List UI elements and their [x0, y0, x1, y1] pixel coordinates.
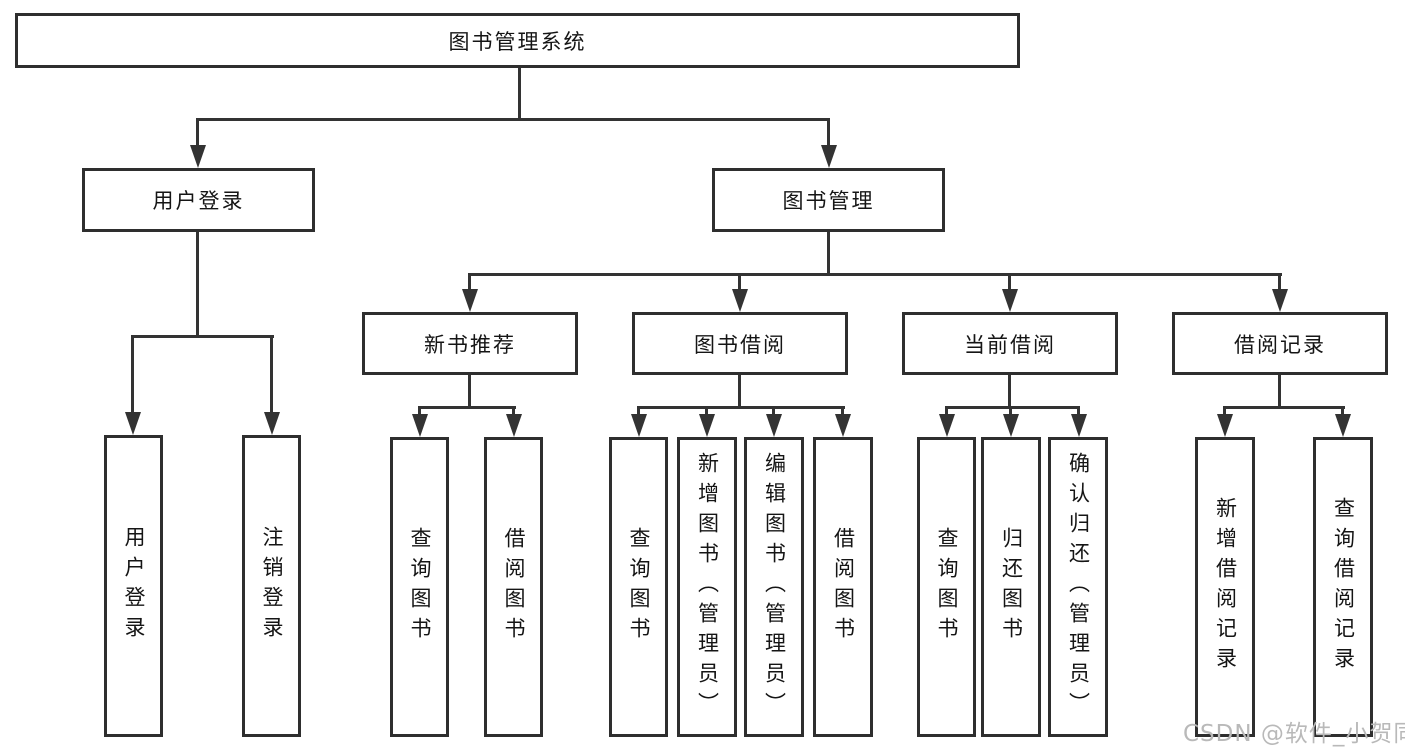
arrow-head	[1335, 414, 1351, 437]
connector-line	[772, 406, 775, 418]
leaf-label: 借阅图书	[831, 527, 856, 647]
arrow-head	[125, 412, 141, 435]
leaf-edit-books-admin: 编辑图书（管理员）	[744, 437, 804, 737]
connector-line	[1077, 406, 1080, 418]
leaf-borrow-books-recommend: 借阅图书	[484, 437, 543, 737]
node-new-book-recommendation: 新书推荐	[362, 312, 578, 375]
connector-line	[1009, 406, 1012, 418]
connector-line	[827, 118, 830, 150]
leaf-label: 新增借阅记录	[1213, 497, 1238, 677]
connector-line	[637, 406, 845, 409]
leaf-query-borrow-record: 查询借阅记录	[1313, 437, 1373, 737]
connector-line	[1341, 406, 1344, 418]
connector-line	[1278, 273, 1281, 293]
node-book-borrowing: 图书借阅	[632, 312, 848, 375]
leaf-label: 确认归还（管理员）	[1066, 452, 1091, 722]
connector-line	[270, 335, 273, 415]
leaf-label: 用户登录	[122, 526, 146, 646]
leaf-confirm-return-admin: 确认归还（管理员）	[1048, 437, 1108, 737]
connector-line	[518, 68, 521, 121]
leaf-query-books-borrow: 查询图书	[609, 437, 668, 737]
leaf-label: 查询图书	[408, 527, 432, 647]
node-current-borrowing: 当前借阅	[902, 312, 1118, 375]
csdn-watermark: CSDN @软件_小贺同学	[1183, 721, 1405, 747]
leaf-borrow-books: 借阅图书	[813, 437, 873, 737]
connector-line	[827, 232, 830, 276]
leaf-add-borrow-record: 新增借阅记录	[1195, 437, 1255, 737]
leaf-return-books: 归还图书	[981, 437, 1041, 737]
leaf-logout: 注销登录	[242, 435, 301, 737]
connector-line	[418, 406, 421, 418]
connector-line	[131, 335, 274, 338]
connector-line	[841, 406, 844, 418]
arrow-head	[506, 414, 522, 437]
leaf-query-books-recommend: 查询图书	[390, 437, 449, 737]
connector-line	[1223, 406, 1345, 409]
node-borrowing-records: 借阅记录	[1172, 312, 1388, 375]
arrow-head	[412, 414, 428, 437]
connector-line	[196, 118, 199, 150]
node-label: 图书管理系统	[448, 29, 587, 54]
leaf-label: 查询图书	[935, 527, 959, 647]
node-label: 用户登录	[152, 189, 245, 213]
connector-line	[196, 232, 199, 338]
arrow-head	[264, 412, 280, 435]
connector-line	[468, 273, 471, 293]
connector-line	[738, 375, 741, 409]
leaf-label: 借阅图书	[502, 527, 526, 647]
arrow-head	[462, 289, 478, 312]
leaf-user-login: 用户登录	[104, 435, 163, 737]
arrow-head	[821, 145, 837, 168]
connector-line	[738, 273, 741, 293]
leaf-label: 注销登录	[260, 526, 284, 646]
arrow-head	[732, 289, 748, 312]
arrow-head	[1002, 289, 1018, 312]
node-book-management: 图书管理	[712, 168, 945, 232]
arrow-head	[835, 414, 851, 437]
arrow-head	[766, 414, 782, 437]
connector-line	[512, 406, 515, 418]
leaf-label: 编辑图书（管理员）	[762, 452, 787, 722]
node-user-login: 用户登录	[82, 168, 315, 232]
connector-line	[945, 406, 948, 418]
connector-line	[196, 118, 830, 121]
connector-line	[1223, 406, 1226, 418]
connector-line	[468, 273, 1282, 276]
leaf-add-books-admin: 新增图书（管理员）	[677, 437, 737, 737]
arrow-head	[939, 414, 955, 437]
leaf-query-books-current: 查询图书	[917, 437, 976, 737]
arrow-head	[699, 414, 715, 437]
arrow-head	[1003, 414, 1019, 437]
connector-line	[705, 406, 708, 418]
connector-line	[468, 375, 471, 409]
node-label: 当前借阅	[964, 332, 1056, 357]
leaf-label: 查询图书	[627, 527, 651, 647]
arrow-head	[1071, 414, 1087, 437]
node-label: 图书管理	[782, 189, 875, 213]
node-label: 新书推荐	[424, 332, 516, 357]
arrow-head	[190, 145, 206, 168]
connector-line	[637, 406, 640, 418]
leaf-label: 归还图书	[999, 527, 1024, 647]
connector-line	[418, 406, 516, 409]
connector-line	[945, 406, 1080, 409]
arrow-head	[631, 414, 647, 437]
node-label: 图书借阅	[694, 332, 786, 357]
connector-line	[131, 335, 134, 415]
node-label: 借阅记录	[1234, 332, 1326, 357]
connector-line	[1008, 375, 1011, 409]
leaf-label: 查询借阅记录	[1331, 497, 1356, 677]
leaf-label: 新增图书（管理员）	[695, 452, 720, 722]
connector-line	[1008, 273, 1011, 293]
arrow-head	[1272, 289, 1288, 312]
connector-line	[1278, 375, 1281, 409]
node-library-management-system: 图书管理系统	[15, 13, 1020, 68]
arrow-head	[1217, 414, 1233, 437]
